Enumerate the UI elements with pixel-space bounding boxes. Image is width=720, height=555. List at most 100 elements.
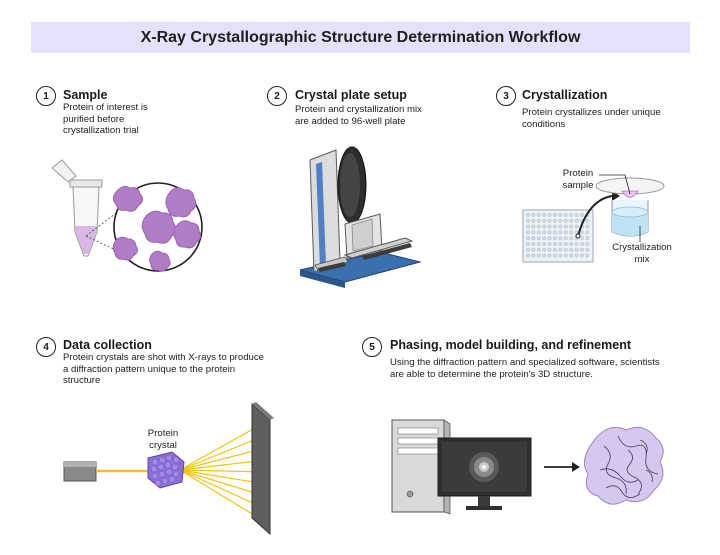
plate-well bbox=[558, 224, 563, 229]
plate-well bbox=[542, 212, 547, 217]
plate-well bbox=[542, 253, 547, 258]
step-2-number: 2 bbox=[267, 86, 287, 106]
plate-well bbox=[547, 224, 552, 229]
plate-well bbox=[547, 253, 552, 258]
plate-well bbox=[531, 247, 536, 252]
plate-well bbox=[531, 218, 536, 223]
plate-well bbox=[574, 253, 579, 258]
label-line: Crystallization bbox=[612, 242, 672, 253]
plate-well bbox=[558, 236, 563, 241]
plate-well bbox=[526, 212, 531, 217]
protein-sample-label: Protein sample bbox=[555, 168, 601, 191]
96-well-plate bbox=[522, 209, 594, 263]
plate-well bbox=[558, 241, 563, 246]
arrow-icon bbox=[544, 462, 580, 472]
diffraction-ray bbox=[179, 469, 263, 521]
step-3-desc-line: conditions bbox=[522, 118, 566, 130]
selected-well-marker bbox=[575, 233, 581, 239]
plate-well bbox=[526, 247, 531, 252]
plate-well bbox=[531, 224, 536, 229]
plate-well bbox=[580, 236, 585, 241]
plate-well bbox=[536, 247, 541, 252]
plate-well bbox=[526, 241, 531, 246]
step-5-desc-line: Using the diffraction pattern and specia… bbox=[390, 357, 660, 368]
step-2-title: Crystal plate setup bbox=[295, 88, 407, 102]
plate-well bbox=[558, 253, 563, 258]
step-2-desc-line: Protein and crystallization mix bbox=[295, 104, 422, 115]
plate-well bbox=[563, 247, 568, 252]
step-3-number: 3 bbox=[496, 86, 516, 106]
plate-well bbox=[547, 230, 552, 235]
plate-well bbox=[531, 230, 536, 235]
plate-well bbox=[558, 247, 563, 252]
plate-well bbox=[542, 247, 547, 252]
plate-well bbox=[585, 253, 590, 258]
plate-well bbox=[569, 212, 574, 217]
plate-well bbox=[526, 236, 531, 241]
magnified-protein-crystals bbox=[112, 182, 203, 272]
plate-well bbox=[574, 247, 579, 252]
plate-well bbox=[580, 212, 585, 217]
plate-well bbox=[542, 218, 547, 223]
plate-well bbox=[585, 241, 590, 246]
plate-well bbox=[553, 218, 558, 223]
plate-well bbox=[536, 236, 541, 241]
plate-well bbox=[542, 241, 547, 246]
plate-well bbox=[542, 230, 547, 235]
leader-line bbox=[624, 174, 631, 195]
title-banner: X-Ray Crystallographic Structure Determi… bbox=[31, 22, 690, 53]
plate-well bbox=[585, 236, 590, 241]
diffraction-ray bbox=[179, 469, 266, 497]
step-5-number: 5 bbox=[362, 337, 382, 357]
step-4-description: Protein crystals are shot with X-rays to… bbox=[63, 352, 264, 387]
plate-well bbox=[569, 247, 574, 252]
plate-well bbox=[569, 218, 574, 223]
diffraction-ray bbox=[179, 469, 265, 509]
plate-well bbox=[563, 230, 568, 235]
plate-well bbox=[563, 212, 568, 217]
plate-well bbox=[585, 218, 590, 223]
step-2-desc-line: are added to 96-well plate bbox=[295, 115, 406, 127]
plate-well bbox=[558, 230, 563, 235]
label-line: sample bbox=[562, 179, 594, 191]
plate-well bbox=[531, 253, 536, 258]
plate-well bbox=[563, 236, 568, 241]
plate-well bbox=[558, 212, 563, 217]
plate-well bbox=[547, 218, 552, 223]
plate-well bbox=[553, 236, 558, 241]
plate-well bbox=[574, 241, 579, 246]
step-3-description: Protein crystallizes under unique condit… bbox=[522, 107, 661, 130]
step-2-description: Protein and crystallization mix are adde… bbox=[295, 104, 422, 127]
step-4-number: 4 bbox=[36, 337, 56, 357]
arrow-icon bbox=[577, 195, 613, 237]
plate-well bbox=[553, 212, 558, 217]
step-3-title: Crystallization bbox=[522, 88, 608, 102]
plate-well bbox=[553, 253, 558, 258]
plate-well bbox=[569, 241, 574, 246]
diffraction-ray bbox=[179, 423, 263, 471]
plate-well bbox=[536, 230, 541, 235]
plate-well bbox=[585, 224, 590, 229]
plate-well bbox=[569, 224, 574, 229]
plate-well bbox=[574, 224, 579, 229]
monitor-icon bbox=[437, 437, 532, 510]
protein-structure bbox=[583, 426, 664, 505]
crystallization-mix-label: Crystallization mix bbox=[606, 242, 678, 265]
plate-well bbox=[526, 218, 531, 223]
plate-well bbox=[536, 212, 541, 217]
page-title: X-Ray Crystallographic Structure Determi… bbox=[140, 28, 581, 46]
step-1-number: 1 bbox=[36, 86, 56, 106]
plate-well bbox=[585, 230, 590, 235]
step-5-desc-line: are able to determine the protein's 3D s… bbox=[390, 368, 593, 380]
plate-well bbox=[563, 224, 568, 229]
plate-well bbox=[526, 230, 531, 235]
plate-well bbox=[574, 218, 579, 223]
plate-well bbox=[536, 224, 541, 229]
step-5-title: Phasing, model building, and refinement bbox=[390, 338, 631, 352]
label-line: mix bbox=[634, 253, 650, 265]
plate-well bbox=[526, 224, 531, 229]
detector-panel bbox=[251, 402, 274, 536]
plate-well bbox=[563, 218, 568, 223]
